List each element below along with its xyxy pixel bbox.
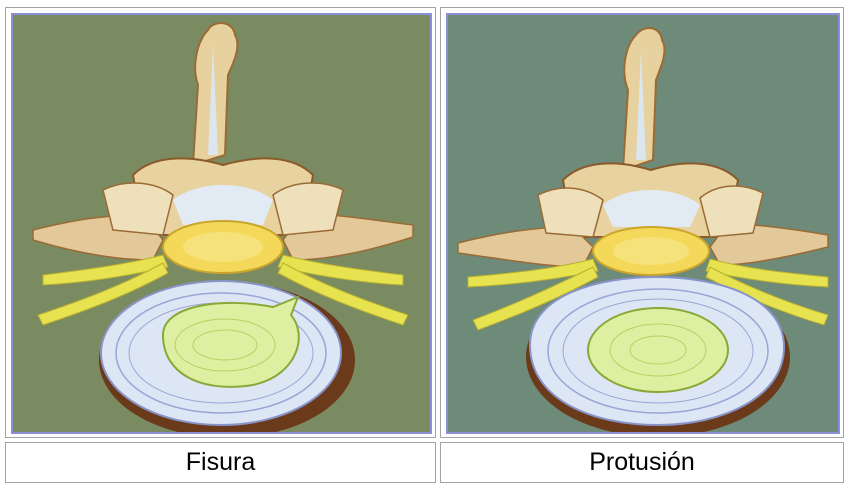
caption-fisura-text: Fisura bbox=[186, 450, 255, 475]
vertebra-fissure-illustration bbox=[13, 15, 430, 432]
caption-fisura: Fisura bbox=[5, 442, 436, 483]
fisura-image bbox=[11, 13, 432, 434]
caption-protusion: Protusión bbox=[440, 442, 844, 483]
caption-protusion-text: Protusión bbox=[589, 450, 695, 475]
panel-cell-fisura bbox=[5, 7, 436, 438]
panel-cell-protusion bbox=[440, 7, 844, 438]
vertebra-protrusion-illustration bbox=[448, 15, 838, 432]
protusion-image bbox=[446, 13, 840, 434]
